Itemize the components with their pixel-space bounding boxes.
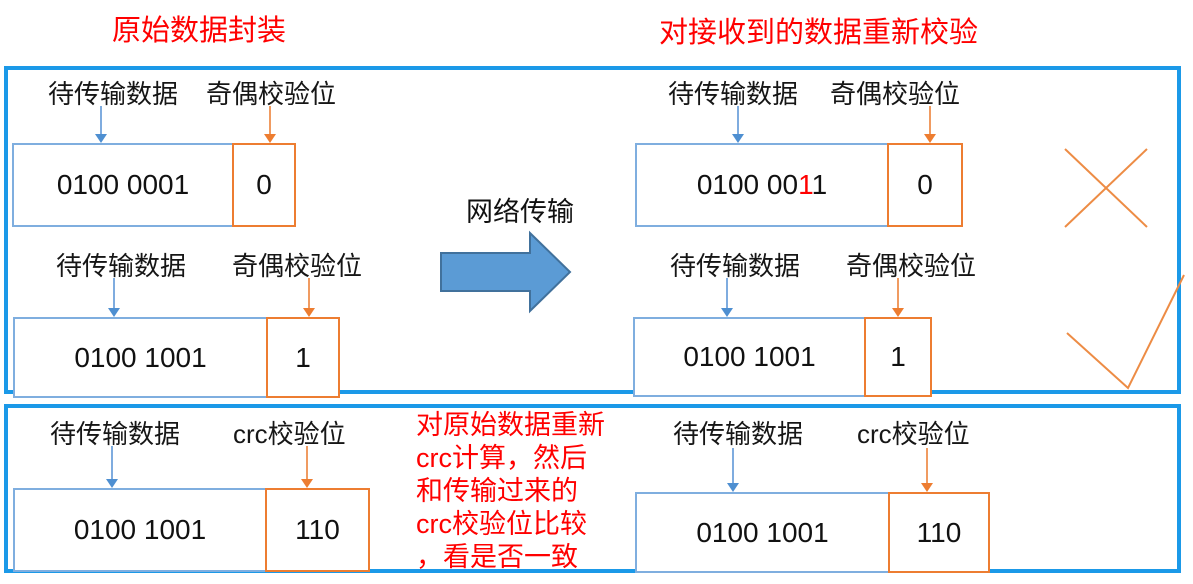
parity-label: 奇偶校验位	[846, 251, 977, 281]
orange-down-arrow-icon	[921, 448, 933, 492]
parity-field: 0	[232, 143, 296, 227]
blue-down-arrow-icon	[108, 278, 120, 317]
blue-down-arrow-icon	[727, 448, 739, 492]
crc-note: 对原始数据重新 crc计算，然后 和传输过来的 crc校验位比较 ，看是否一致	[416, 409, 605, 574]
crc-note-line: crc计算，然后	[416, 443, 587, 473]
data-bits: 0100 1001	[74, 341, 207, 373]
arrow-line	[269, 106, 271, 136]
data-field: 0100 1001	[635, 492, 890, 573]
transfer-arrow-icon	[440, 230, 572, 314]
blue-down-arrow-icon	[95, 106, 107, 143]
arrow-head	[924, 134, 936, 143]
parity-label: 奇偶校验位	[830, 79, 961, 109]
arrow-line	[113, 278, 115, 310]
arrow-head	[95, 134, 107, 143]
blue-down-arrow-icon	[106, 446, 118, 488]
arrow-line	[929, 106, 931, 136]
parity-section-frame	[4, 66, 1181, 394]
arrow-head	[921, 483, 933, 492]
arrow-head	[106, 479, 118, 488]
data-label: 待传输数据	[668, 79, 799, 109]
data-field: 0100 1001	[633, 317, 866, 397]
arrow-head	[303, 308, 315, 317]
arrow-line	[726, 278, 728, 310]
data-field: 0100 0001	[12, 143, 234, 227]
data-bits-prefix: 0100 00	[696, 169, 799, 200]
data-bits: 0100 1001	[73, 514, 207, 545]
arrow-head	[264, 134, 276, 143]
data-field: 0100 0011	[635, 143, 889, 227]
data-field: 0100 1001	[13, 317, 268, 398]
orange-down-arrow-icon	[892, 278, 904, 317]
crc-label: crc校验位	[857, 419, 970, 449]
arrow-line	[897, 278, 899, 310]
arrow-line	[308, 278, 310, 310]
arrow-line	[737, 106, 739, 136]
checkmark-icon	[1066, 274, 1185, 390]
blue-down-arrow-icon	[732, 106, 744, 143]
arrow-line	[111, 446, 113, 481]
data-bits-suffix: 1	[811, 169, 828, 200]
data-label: 待传输数据	[673, 419, 804, 449]
blue-down-arrow-icon	[721, 278, 733, 317]
arrow-head	[108, 308, 120, 317]
parity-field: 1	[266, 317, 340, 398]
crc-bits: 110	[916, 516, 962, 548]
data-label: 待传输数据	[48, 79, 179, 109]
parity-bit: 1	[890, 341, 906, 372]
data-bits: 0100 1001	[683, 341, 816, 372]
crc-bits: 110	[295, 514, 340, 545]
orange-down-arrow-icon	[303, 278, 315, 317]
arrow-line	[100, 106, 102, 136]
data-field: 0100 1001	[13, 488, 267, 572]
receiver-section-title: 对接收到的数据重新校验	[659, 17, 979, 49]
transfer-label: 网络传输	[466, 197, 574, 227]
crc-label: crc校验位	[233, 419, 346, 449]
crc-field: 110	[265, 488, 370, 572]
x-mark-icon	[1064, 148, 1148, 228]
data-label: 待传输数据	[50, 419, 181, 449]
parity-field: 1	[864, 317, 932, 397]
data-label: 待传输数据	[56, 251, 187, 281]
orange-down-arrow-icon	[924, 106, 936, 143]
sender-section-title: 原始数据封装	[112, 15, 287, 47]
parity-label: 奇偶校验位	[206, 79, 337, 109]
arrow-head	[732, 134, 744, 143]
crc-note-line: crc校验位比较	[416, 509, 587, 539]
crc-note-line: 和传输过来的	[416, 476, 578, 506]
arrow-head	[301, 479, 313, 488]
arrow-head	[727, 483, 739, 492]
parity-bit: 0	[256, 169, 272, 200]
arrow-line	[732, 448, 734, 485]
data-bits: 0100 0001	[56, 169, 190, 200]
crc-note-line: ，看是否一致	[416, 542, 578, 572]
parity-bit: 0	[917, 169, 933, 200]
arrow-head	[892, 308, 904, 317]
data-bits: 0100 0011	[697, 169, 827, 201]
error-bit: 1	[798, 169, 812, 200]
data-bits: 0100 1001	[696, 516, 829, 548]
crc-note-line: 对原始数据重新	[416, 410, 605, 440]
orange-down-arrow-icon	[301, 446, 313, 488]
orange-down-arrow-icon	[264, 106, 276, 143]
arrow-line	[926, 448, 928, 485]
parity-bit: 1	[295, 341, 311, 373]
arrow-line	[306, 446, 308, 481]
parity-field: 0	[887, 143, 963, 227]
parity-label: 奇偶校验位	[232, 251, 363, 281]
crc-field: 110	[888, 492, 990, 573]
crc-section-frame	[4, 404, 1181, 573]
arrow-head	[721, 308, 733, 317]
data-label: 待传输数据	[670, 251, 801, 281]
